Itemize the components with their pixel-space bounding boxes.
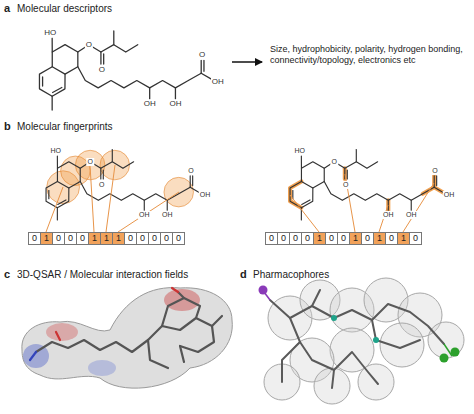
bit-value: 0 <box>341 233 346 243</box>
bit-value: 1 <box>104 233 109 243</box>
bit-value: 0 <box>329 233 334 243</box>
bit-value: 0 <box>128 233 133 243</box>
atom-label: O <box>330 158 337 166</box>
pharmacophore-model <box>259 278 465 404</box>
atom-label: O <box>85 40 93 49</box>
atom-label: OH <box>199 191 212 199</box>
atom-label: OH <box>211 78 225 87</box>
bit-cell: 0 <box>172 232 185 245</box>
panel-title: Molecular fingerprints <box>17 121 113 133</box>
atom-label: HO <box>293 147 306 155</box>
bit-value: 0 <box>305 233 310 243</box>
bit-value: 0 <box>176 233 181 243</box>
molecule-structure <box>290 149 444 220</box>
panel-letter: c <box>4 268 10 281</box>
bit-value: 0 <box>56 233 61 243</box>
bit-value: 1 <box>44 233 49 243</box>
bit-cell: 0 <box>409 232 422 245</box>
bit-value: 1 <box>92 233 97 243</box>
atom-label: OH <box>161 211 174 219</box>
bit-value: 0 <box>32 233 37 243</box>
atom-label: O <box>98 66 106 75</box>
bit-value: 0 <box>68 233 73 243</box>
panel-title: 3D-QSAR / Molecular interaction fields <box>17 269 188 281</box>
bit-value: 0 <box>164 233 169 243</box>
atom-label: HO <box>43 28 57 37</box>
bit-value: 1 <box>317 233 322 243</box>
bit-value: 1 <box>377 233 382 243</box>
bit-value: 0 <box>152 233 157 243</box>
leader-lines <box>46 165 179 232</box>
atom-label: O <box>342 181 349 189</box>
bit-value: 0 <box>140 233 145 243</box>
atom-label: OH <box>168 100 182 109</box>
bit-value: 0 <box>413 233 418 243</box>
atom-label: OH <box>143 100 157 109</box>
descriptor-list: Size, hydrophobicity, polarity, hydrogen… <box>270 44 470 67</box>
atom-label: HO <box>49 147 62 155</box>
atom-label: OH <box>382 211 395 219</box>
panel-letter: d <box>240 268 247 281</box>
atom-label: OH <box>138 211 151 219</box>
molecule-structure <box>46 149 200 220</box>
bit-value: 0 <box>293 233 298 243</box>
atom-label: O <box>86 158 93 166</box>
atom-label: O <box>187 167 194 175</box>
atom-label: O <box>98 181 105 189</box>
bit-value: 0 <box>80 233 85 243</box>
panel-letter: a <box>4 2 10 15</box>
atom-label: OH <box>443 191 456 199</box>
panel-letter: b <box>4 120 11 133</box>
panel-title: Pharmacophores <box>253 269 329 281</box>
atom-label: O <box>431 167 438 175</box>
panel-title: Molecular descriptors <box>17 3 112 15</box>
bit-value: 1 <box>116 233 121 243</box>
arrow <box>232 61 262 63</box>
bit-value: 1 <box>401 233 406 243</box>
atom-label: O <box>198 50 206 59</box>
bit-value: 0 <box>281 233 286 243</box>
bit-value: 0 <box>269 233 274 243</box>
bit-value: 1 <box>353 233 358 243</box>
atom-label: OH <box>405 211 418 219</box>
molecule-structure <box>39 31 212 110</box>
bit-value: 0 <box>365 233 370 243</box>
leader-lines <box>290 174 434 232</box>
bit-value: 0 <box>389 233 394 243</box>
interaction-field <box>22 288 232 389</box>
